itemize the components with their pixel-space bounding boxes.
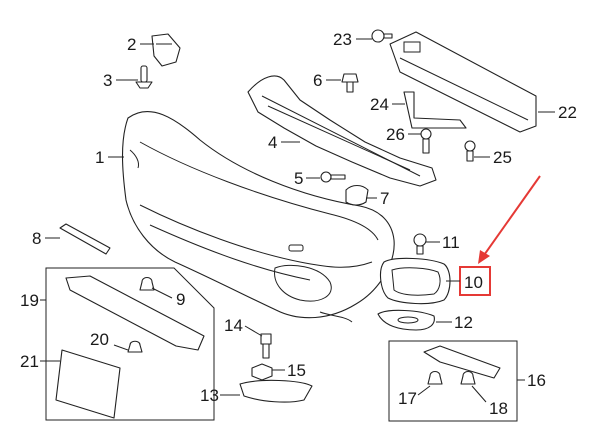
deflector-group-box	[45, 267, 215, 421]
callout-label: 26	[386, 125, 405, 144]
bolt-6-drawing	[341, 73, 359, 93]
callout-25: 25	[474, 148, 512, 167]
fog-lamp-bezel-drawing	[379, 257, 451, 305]
callout-8: 8	[32, 229, 60, 248]
callout-label: 20	[90, 330, 109, 349]
callout-label: 24	[370, 95, 389, 114]
clip-9-drawing	[139, 276, 155, 291]
callout-label: 1	[95, 148, 104, 167]
callout-10[interactable]: 10	[446, 266, 491, 296]
highlight-arrow	[478, 175, 541, 264]
bracket-drawing	[151, 33, 181, 67]
trim-strip-drawing	[59, 223, 111, 255]
callout-label: 22	[558, 103, 577, 122]
callout-label: 5	[294, 169, 303, 188]
callout-label: 4	[268, 133, 277, 152]
callout-16: 16	[517, 371, 546, 390]
callout-2: 2	[127, 35, 154, 54]
pin-drawing	[135, 65, 153, 89]
lower-trim-drawing	[239, 379, 313, 403]
callout-26: 26	[386, 125, 421, 144]
callout-label: 18	[489, 399, 508, 418]
callout-label: 3	[103, 71, 112, 90]
cap-drawing	[345, 184, 369, 206]
callout-7: 7	[366, 189, 389, 208]
callout-17: 17	[398, 385, 431, 408]
absorber-drawing	[247, 75, 437, 187]
callout-label: 14	[224, 316, 243, 335]
clip-20-drawing	[127, 340, 143, 353]
callout-label: 25	[493, 148, 512, 167]
callout-24: 24	[370, 95, 405, 114]
bracket-group-box	[388, 340, 518, 422]
bolt-23-drawing	[371, 29, 393, 43]
callout-label: 23	[333, 30, 352, 49]
callout-label: 15	[287, 361, 306, 380]
callout-20: 20	[90, 330, 129, 351]
callout-label: 6	[313, 71, 322, 90]
clip-17-drawing	[427, 370, 443, 385]
callout-18: 18	[471, 385, 508, 418]
callout-22: 22	[538, 103, 577, 122]
callout-13: 13	[200, 386, 240, 405]
callout-5: 5	[294, 169, 320, 188]
callout-15: 15	[272, 361, 306, 380]
callout-label: 2	[127, 35, 136, 54]
nut-15-drawing	[251, 363, 273, 381]
callout-12: 12	[436, 313, 473, 332]
callout-label: 9	[176, 290, 185, 309]
callout-19: 19	[20, 291, 46, 310]
callout-9: 9	[151, 287, 185, 309]
callout-label: 19	[20, 291, 39, 310]
callout-label: 10	[464, 273, 483, 292]
callout-4: 4	[268, 133, 300, 152]
callout-label: 8	[32, 229, 41, 248]
plate-drawing	[55, 349, 121, 419]
callout-3: 3	[103, 71, 138, 90]
callout-6: 6	[313, 71, 341, 90]
callout-label: 11	[442, 233, 460, 252]
bolt-26-drawing	[420, 128, 432, 154]
callout-label: 21	[20, 352, 39, 371]
callout-label: 13	[200, 386, 219, 405]
lower-bezel-drawing	[377, 309, 435, 331]
sensor-14-drawing	[260, 333, 272, 359]
callout-21: 21	[20, 352, 60, 371]
bolt-25-drawing	[464, 140, 476, 162]
callout-label: 16	[527, 371, 546, 390]
clip-18-drawing	[460, 370, 476, 385]
bracket-24-drawing	[403, 91, 467, 129]
bolt-11-drawing	[413, 233, 427, 255]
bumper-cover-drawing	[121, 110, 395, 323]
callout-23: 23	[333, 30, 372, 49]
callout-1: 1	[95, 148, 124, 167]
callout-label: 7	[380, 189, 389, 208]
callout-label: 12	[454, 313, 473, 332]
callout-11: 11	[426, 233, 460, 252]
reinforcement-beam-drawing	[389, 31, 537, 133]
bolt-5-drawing	[320, 171, 346, 183]
callout-label: 17	[398, 389, 417, 408]
callout-14: 14	[224, 316, 263, 337]
